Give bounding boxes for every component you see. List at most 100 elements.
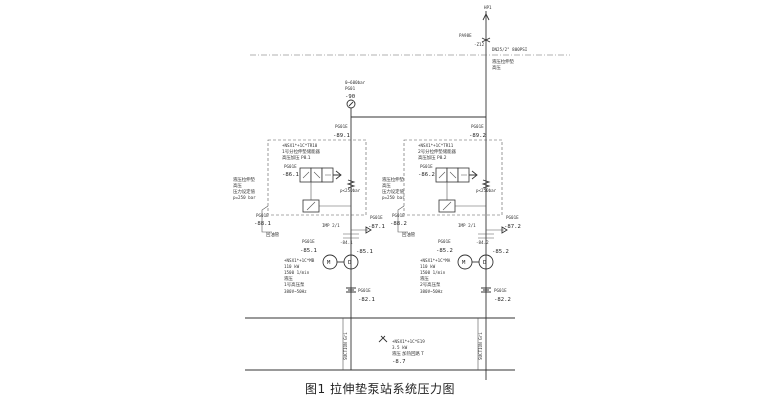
station2-drive-icon [478,254,494,270]
station2-filter-id: -82.2 [494,297,511,303]
station2-filter-icon [481,287,491,293]
pump-station-2: PG01E -89.2 +NSX1*+1C*TR11 2号分拉伸垫储能器 高压加… [382,124,521,303]
station1-check-tag: PG01E [335,124,348,129]
top-valve-id: -Z12 [474,42,485,47]
station1-return-label: 回油管 [266,231,280,238]
station1-side-line2: 高压 [233,182,242,189]
station2-pump-name: 2号高压泵 [420,281,441,288]
station1-pump-speed: 1500 1/min [284,270,310,275]
station1-line-spring-icon [346,179,356,189]
station2-return-label: 回油管 [402,231,416,238]
station2-check-id: -89.2 [469,133,486,139]
station2-pump-speed: 1500 1/min [420,270,446,275]
station2-spring-icon [469,170,478,180]
station1-side-line3: 压力设定值 [233,188,256,195]
station2-right-tag: PG01E [506,215,519,220]
station2-left-tag: PG01E [392,213,405,218]
station2-drive-symbol: D [483,260,487,266]
top-note-line2: 高压 [492,64,501,71]
station1-pump-tag: PG01E [302,239,315,244]
station1-valve-block-a [299,167,312,183]
station1-side-line1: 液压拉伸垫 [233,176,256,183]
top-note-line1: 液压拉伸垫 [492,58,515,65]
station2-valve-block-a [435,167,448,183]
station1-pump-medium: 液压 [284,275,293,282]
station2-acc-name: 2号分拉伸垫储能器 [418,148,457,155]
station1-left-tag: PG01E [256,213,269,218]
station2-valve-block-b [446,167,459,183]
pump-station-1: PG01E -89.1 +NSX1*+1C*TR10 1号分拉伸垫储能器 高压加… [233,117,385,370]
station2-side-line3: 压力设定值 [382,188,405,195]
station1-motor-symbol: M [327,260,331,266]
tank-section: SUCTION Gri SUCTION Gri +NSX1*+1C*E19 3.… [245,317,515,371]
station1-drive-symbol: D [348,260,352,266]
station1-filter-id: -82.1 [358,297,375,303]
station1-left-id: -88.1 [254,221,271,227]
station2-side-line4: p=250 bar [382,195,405,200]
station2-sub-id-b: -85.2 [492,249,509,255]
station2-pressure: p<250bar [476,188,497,193]
station1-valve-block-b [310,167,323,183]
station1-check-valve-icon [365,226,372,234]
station2-motor-symbol: M [462,260,466,266]
station1-acc-spec: +NSX1*+1C*TR10 [282,143,318,148]
station1-pressure: p<250bar [340,188,361,193]
heater-medium: 液压 加热回路 T [392,350,424,357]
station1-enclosure [267,139,367,216]
heater-power: 3.5 kW [392,345,408,350]
station2-acc-note: 高压加压 P8.2 [418,154,447,161]
station1-right-id: -87.1 [368,224,385,230]
station2-side-line1: 液压拉伸垫 [382,176,405,183]
stop-valve-icon [481,37,491,43]
figure-caption: 图1 拉伸垫泵站系统压力图 [305,382,455,396]
station1-pump-freq: 380V~50Hz [284,289,307,294]
station1-check-id: -89.1 [333,133,350,139]
station1-sub-id-a: -84.1 [340,240,353,245]
station2-check-valve-icon [501,226,508,234]
station1-side-line4: p=250 bar [233,195,256,200]
station1-branch-code: IMP 2/1 [322,223,340,228]
station1-sub-id-b: -85.1 [356,249,373,255]
station2-check-tag: PG01E [471,124,484,129]
top-valve-tag: PA98E [459,33,472,38]
station2-pump-spec: +NSX1*+1C*MA [420,258,451,263]
heater-icon [378,335,388,343]
station2-side-line2: 高压 [382,182,391,189]
station1-filter-tag: PG01E [358,288,371,293]
pressure-gauge: 0~600bar PG01 -90 [345,80,366,117]
station2-branch-code: IMP 2/1 [458,223,476,228]
station2-valve-tag: PG01E [420,164,433,169]
station2-valve-id: -86.2 [418,172,435,178]
station1-pump-id: -85.1 [300,248,317,254]
station2-pump-power: 110 kW [420,264,436,269]
station2-enclosure [403,139,503,216]
station1-pump-spec: +NSX1*+1C*MB [284,258,315,263]
top-pipe-spec: DN25/2" 800PSI [492,47,528,52]
station1-acc-name: 1号分拉伸垫储能器 [282,148,321,155]
station2-pump-id: -85.2 [436,248,453,254]
station2-acc-spec: +NSX1*+1C*TR11 [418,143,454,148]
top-supply-section: HP1 PA98E -Z12 DN25/2" 800PSI 液压拉伸垫 高压 [250,5,570,380]
station2-right-id: -87.2 [504,224,521,230]
heater-spec: +NSX1*+1C*E19 [392,339,425,344]
station1-pump-name: 1号高压泵 [284,281,305,288]
gauge-range: 0~600bar [345,80,366,85]
node-label-hp1: HP1 [484,5,492,10]
station2-pump-medium: 液压 [420,275,429,282]
heater-id: -8.7 [392,359,405,365]
station2-left-id: -88.2 [390,221,407,227]
station1-filter-icon [346,287,356,293]
gauge-id: -90 [345,94,355,100]
station1-valve-tag: PG01E [284,164,297,169]
station1-acc-note: 高压加压 P8.1 [282,154,311,161]
station1-drive-icon [343,254,359,270]
station2-line-spring-icon [481,179,491,189]
left-pipe-label: SUCTION Gri [343,332,348,360]
station1-right-tag: PG01E [370,215,383,220]
right-pipe-label: SUCTION Gri [478,332,483,360]
station1-spring-icon [333,170,342,180]
gauge-tag: PG01 [345,86,356,91]
station2-sub-id-a: -84.2 [476,240,489,245]
station2-pump-tag: PG01E [438,239,451,244]
